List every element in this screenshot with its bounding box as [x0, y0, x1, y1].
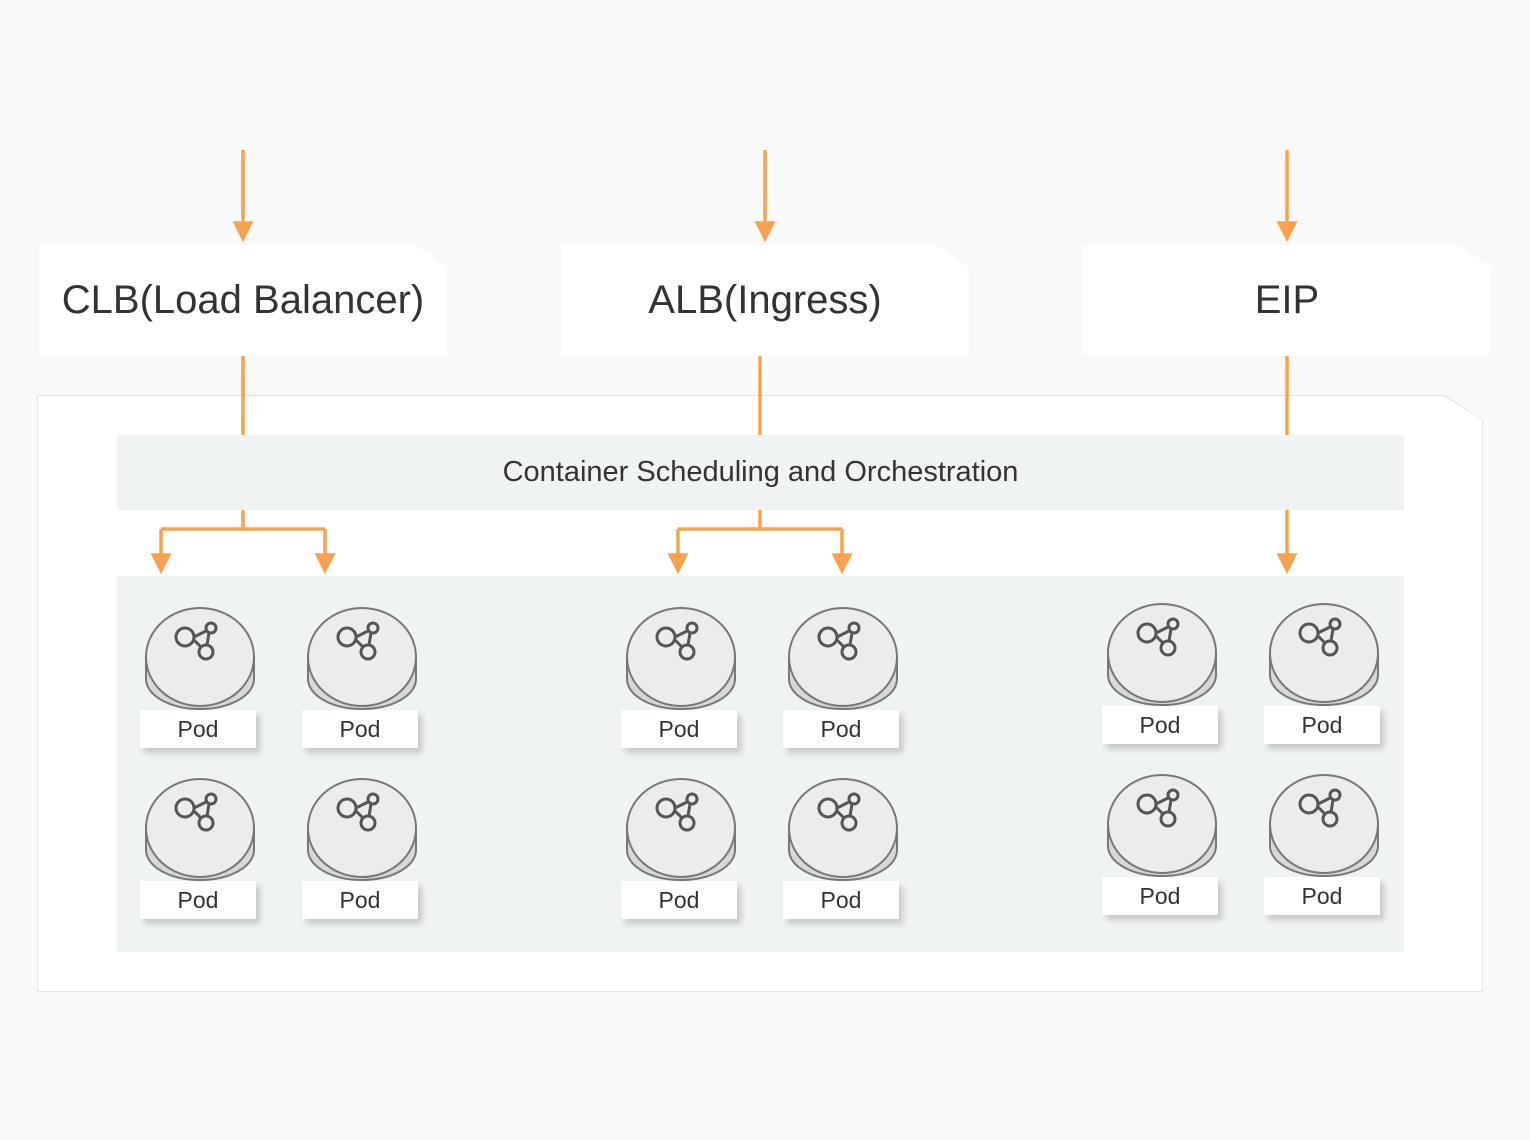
share-node-icon: [1298, 788, 1342, 828]
pod-cylinder: [1269, 774, 1379, 877]
pod: Pod: [1264, 603, 1386, 753]
share-node-icon: [174, 621, 218, 661]
share-node-icon: [1136, 617, 1180, 657]
share-node-icon: [817, 792, 861, 832]
pod: Pod: [1102, 603, 1224, 753]
alb-branch: [678, 510, 842, 531]
clb-card: CLB(Load Balancer): [39, 245, 447, 355]
share-node-icon: [1298, 617, 1342, 657]
pod-cylinder: [1107, 603, 1217, 706]
pod: Pod: [783, 607, 905, 757]
pod-label: Pod: [783, 881, 899, 919]
pod-label: Pod: [1264, 706, 1380, 744]
pod: Pod: [1102, 774, 1224, 924]
eip-label: EIP: [1254, 277, 1320, 322]
pod: Pod: [783, 778, 905, 928]
alb-label: ALB(Ingress): [648, 277, 882, 322]
pod-label: Pod: [302, 881, 418, 919]
pod-cylinder: [626, 607, 736, 710]
pod-cylinder: [307, 778, 417, 881]
pod: Pod: [621, 607, 743, 757]
pod: Pod: [302, 607, 424, 757]
pod-cylinder: [145, 778, 255, 881]
pod-label: Pod: [1102, 877, 1218, 915]
pod-label: Pod: [140, 881, 256, 919]
alb-card: ALB(Ingress): [561, 245, 969, 355]
scheduler-bar: Container Scheduling and Orchestration: [117, 435, 1404, 510]
pod-label: Pod: [783, 710, 899, 748]
pod-cylinder: [788, 607, 898, 710]
share-node-icon: [174, 792, 218, 832]
share-node-icon: [1136, 788, 1180, 828]
pod-label: Pod: [621, 881, 737, 919]
pod: Pod: [140, 778, 262, 928]
pod-label: Pod: [1264, 877, 1380, 915]
clb-label: CLB(Load Balancer): [61, 277, 425, 322]
pod: Pod: [140, 607, 262, 757]
pod-label: Pod: [140, 710, 256, 748]
pod-cylinder: [307, 607, 417, 710]
share-node-icon: [336, 792, 380, 832]
pod-cylinder: [1107, 774, 1217, 877]
share-node-icon: [655, 621, 699, 661]
share-node-icon: [817, 621, 861, 661]
pod-cylinder: [626, 778, 736, 881]
clb-branch: [161, 510, 325, 531]
pod-cylinder: [145, 607, 255, 710]
pod-cylinder: [1269, 603, 1379, 706]
pod-label: Pod: [302, 710, 418, 748]
pod: Pod: [302, 778, 424, 928]
pod: Pod: [1264, 774, 1386, 924]
scheduler-label: Container Scheduling and Orchestration: [502, 456, 1019, 488]
eip-card: EIP: [1083, 245, 1491, 355]
pod-label: Pod: [621, 710, 737, 748]
pod-cylinder: [788, 778, 898, 881]
pod: Pod: [621, 778, 743, 928]
pod-label: Pod: [1102, 706, 1218, 744]
share-node-icon: [655, 792, 699, 832]
share-node-icon: [336, 621, 380, 661]
